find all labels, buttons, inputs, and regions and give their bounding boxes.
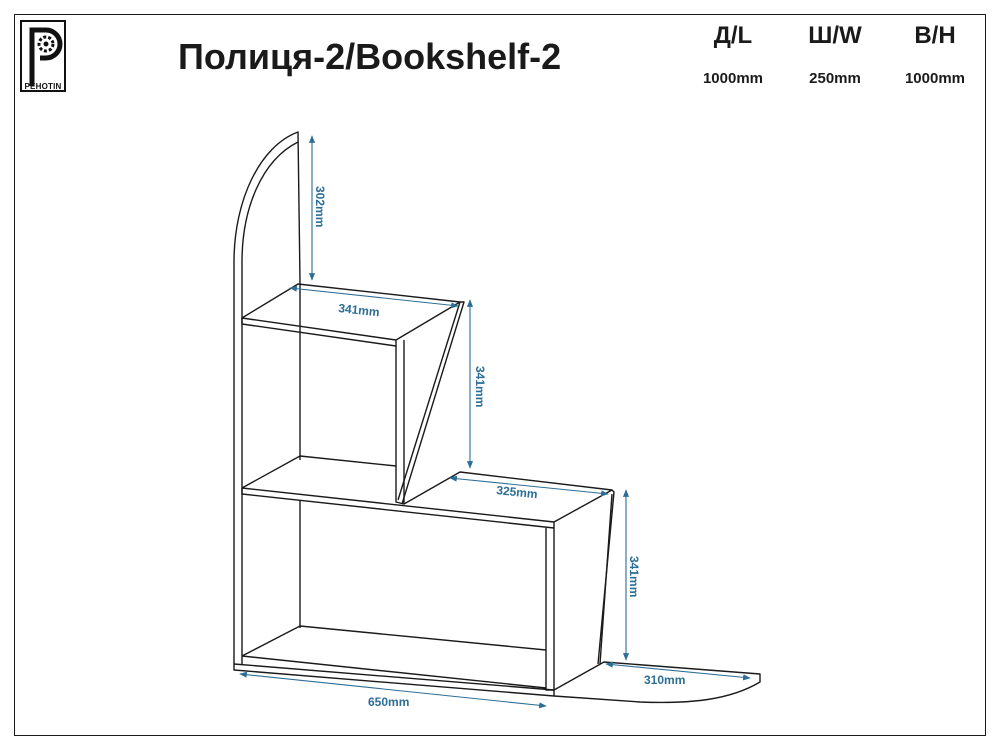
top-shelf-front [241, 318, 397, 347]
lower-right-board [545, 528, 555, 691]
length-value: 1000mm [702, 70, 764, 87]
base-board [233, 661, 761, 704]
left-side-panel-inner [241, 141, 299, 664]
label-side-extension: 310mm [644, 673, 685, 687]
dimension-labels: 302mm 341mm 341mm 325mm 341mm 650mm 310m… [313, 186, 685, 709]
bottom-shelf-back [241, 625, 547, 657]
lower-diagonal-panel-edge [599, 493, 613, 665]
label-base-length: 650mm [368, 695, 409, 709]
label-top-height: 302mm [313, 186, 327, 227]
middle-shelf-left [241, 455, 397, 489]
left-side-panel [233, 131, 301, 664]
height-value: 1000mm [904, 70, 966, 87]
label-middle-height: 341mm [473, 366, 487, 407]
page-title: Полиця-2/Bookshelf-2 [178, 36, 562, 77]
dim-line-top-width [289, 285, 459, 309]
middle-divider [395, 340, 405, 505]
length-label: Д/L [713, 22, 753, 49]
dim-line-middle-width [449, 475, 609, 497]
lower-diagonal-panel [597, 489, 615, 665]
height-label: В/H [914, 22, 956, 49]
drawing-frame [14, 14, 986, 736]
width-value: 250mm [809, 70, 861, 87]
dimension-lines [239, 135, 751, 709]
width-label: Ш/W [808, 22, 862, 49]
dim-line-base-length [239, 671, 547, 709]
dim-line-side-extension [605, 661, 751, 681]
label-middle-width: 325mm [496, 483, 539, 501]
upper-diagonal-panel [401, 301, 465, 505]
upper-diagonal-panel-edge [397, 301, 461, 501]
pehotin-logo [20, 20, 66, 92]
label-bottom-height: 341mm [627, 556, 641, 597]
logo-caption: PEHOTIN [24, 82, 62, 91]
shelf-outline [233, 131, 761, 704]
label-top-width: 341mm [338, 301, 381, 319]
